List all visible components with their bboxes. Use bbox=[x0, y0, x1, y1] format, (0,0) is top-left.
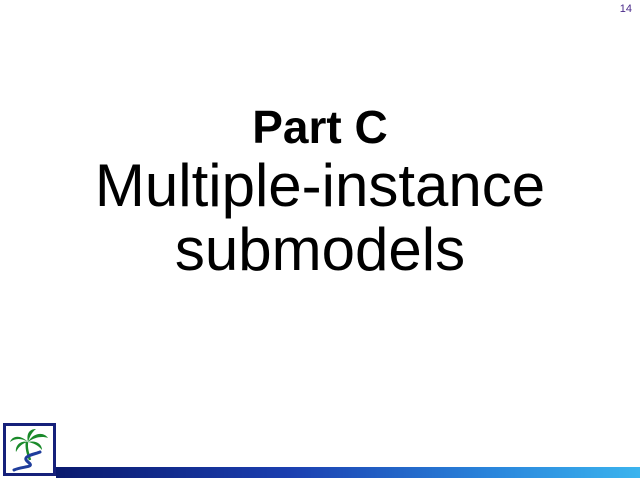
palm-tree-logo-graphic bbox=[10, 429, 48, 472]
palm-tree-logo-icon bbox=[3, 423, 56, 476]
part-heading: Part C bbox=[252, 101, 388, 153]
title-block: Part C Multiple-instance submodels bbox=[0, 100, 640, 282]
page-number: 14 bbox=[619, 3, 632, 15]
footer-gradient-bar bbox=[56, 467, 640, 478]
slide-title-line-1: Multiple-instance bbox=[94, 152, 546, 219]
slide-title-line-2: submodels bbox=[174, 216, 466, 283]
